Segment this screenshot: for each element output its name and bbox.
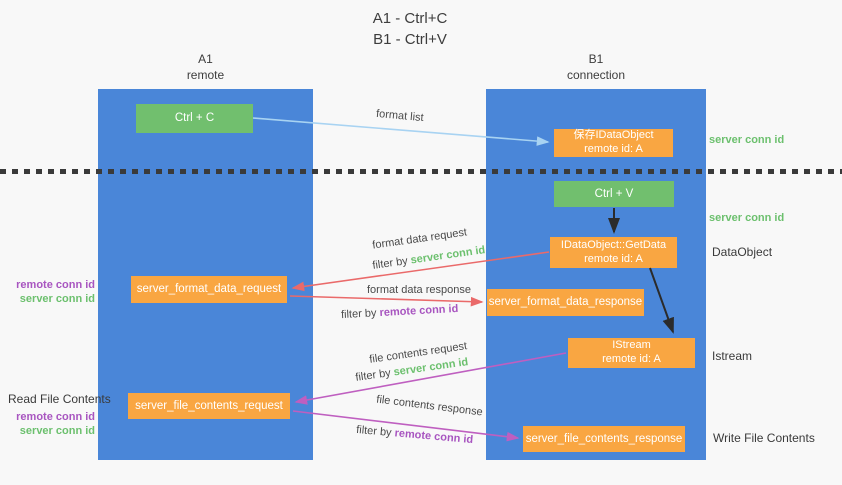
title-line-2: B1 - Ctrl+V — [373, 31, 447, 48]
node-file-response-label: server_file_contents_response — [525, 432, 683, 445]
label-read-file-contents: Read File Contents — [8, 392, 111, 406]
node-ctrl-v-label: Ctrl + V — [594, 187, 634, 200]
label-file-request-filter-prefix: filter by — [354, 366, 395, 384]
node-istream-line1: IStream — [612, 339, 651, 352]
node-ctrl-v: Ctrl + V — [554, 181, 674, 207]
label-right-server-conn-id-mid: server conn id — [709, 212, 785, 224]
label-left-remote-conn-id-1: remote conn id — [16, 279, 95, 291]
node-getdata-line2: remote id: A — [584, 252, 643, 265]
phase-separator-dotted-line — [0, 169, 842, 174]
label-file-response-filter-key: remote conn id — [394, 427, 474, 447]
node-save-idataobject-line2: remote id: A — [584, 143, 643, 155]
left-column-title: A1 — [198, 52, 213, 66]
node-ctrl-c: Ctrl + C — [136, 104, 253, 133]
left-column-subtitle: remote — [186, 67, 225, 82]
node-istream: IStream remote id: A — [568, 338, 695, 368]
label-left-remote-conn-id-2: remote conn id — [16, 411, 95, 423]
label-file-contents-response: file contents response — [375, 393, 484, 419]
node-format-response-label: server_format_data_response — [488, 296, 643, 309]
label-write-file-contents: Write File Contents — [713, 431, 815, 445]
arrow-format-data-response — [289, 295, 484, 307]
label-format-list: format list — [375, 107, 425, 125]
node-server-format-data-request: server_format_data_request — [131, 276, 287, 303]
label-istream: Istream — [712, 349, 753, 363]
label-dataobject: DataObject — [712, 245, 773, 259]
label-format-response-filter-prefix: filter by — [340, 307, 380, 322]
label-format-request-filter-key: server conn id — [409, 244, 487, 267]
node-server-format-data-response: server_format_data_response — [487, 289, 644, 316]
label-left-server-conn-id-1: server conn id — [19, 293, 95, 305]
node-format-request-label: server_format_data_request — [136, 283, 282, 296]
node-getdata-line1: IDataObject::GetData — [560, 238, 667, 251]
node-server-file-contents-response: server_file_contents_response — [523, 426, 685, 452]
title-line-1: A1 - Ctrl+C — [372, 10, 448, 27]
node-ctrl-c-label: Ctrl + C — [174, 112, 215, 125]
node-file-request-label: server_file_contents_request — [135, 399, 283, 412]
label-format-request-filter-prefix: filter by — [371, 254, 412, 272]
label-format-response-filter: filter by remote conn id — [341, 303, 459, 321]
label-left-server-conn-id-2: server conn id — [19, 425, 95, 437]
left-column-header: A1 remote — [98, 52, 313, 83]
node-save-idataobject-line1: 保存IDataObject — [573, 129, 654, 142]
label-format-response-filter-key: remote conn id — [379, 302, 459, 320]
label-file-response-filter: filter by remote conn id — [356, 424, 474, 446]
right-column-header: B1 connection — [486, 52, 706, 83]
node-server-file-contents-request: server_file_contents_request — [128, 393, 290, 419]
label-format-data-response: format data response — [367, 284, 471, 296]
diagram-title: A1 - Ctrl+C B1 - Ctrl+V — [310, 8, 510, 50]
node-save-idataobject: 保存IDataObject remote id: A — [554, 129, 673, 157]
label-right-server-conn-id-top: server conn id — [709, 134, 785, 146]
node-idataobject-getdata: IDataObject::GetData remote id: A — [550, 237, 677, 268]
right-column-subtitle: connection — [566, 67, 626, 82]
right-column-title: B1 — [588, 52, 604, 66]
label-file-response-filter-prefix: filter by — [355, 423, 396, 440]
node-istream-line2: remote id: A — [602, 353, 661, 365]
